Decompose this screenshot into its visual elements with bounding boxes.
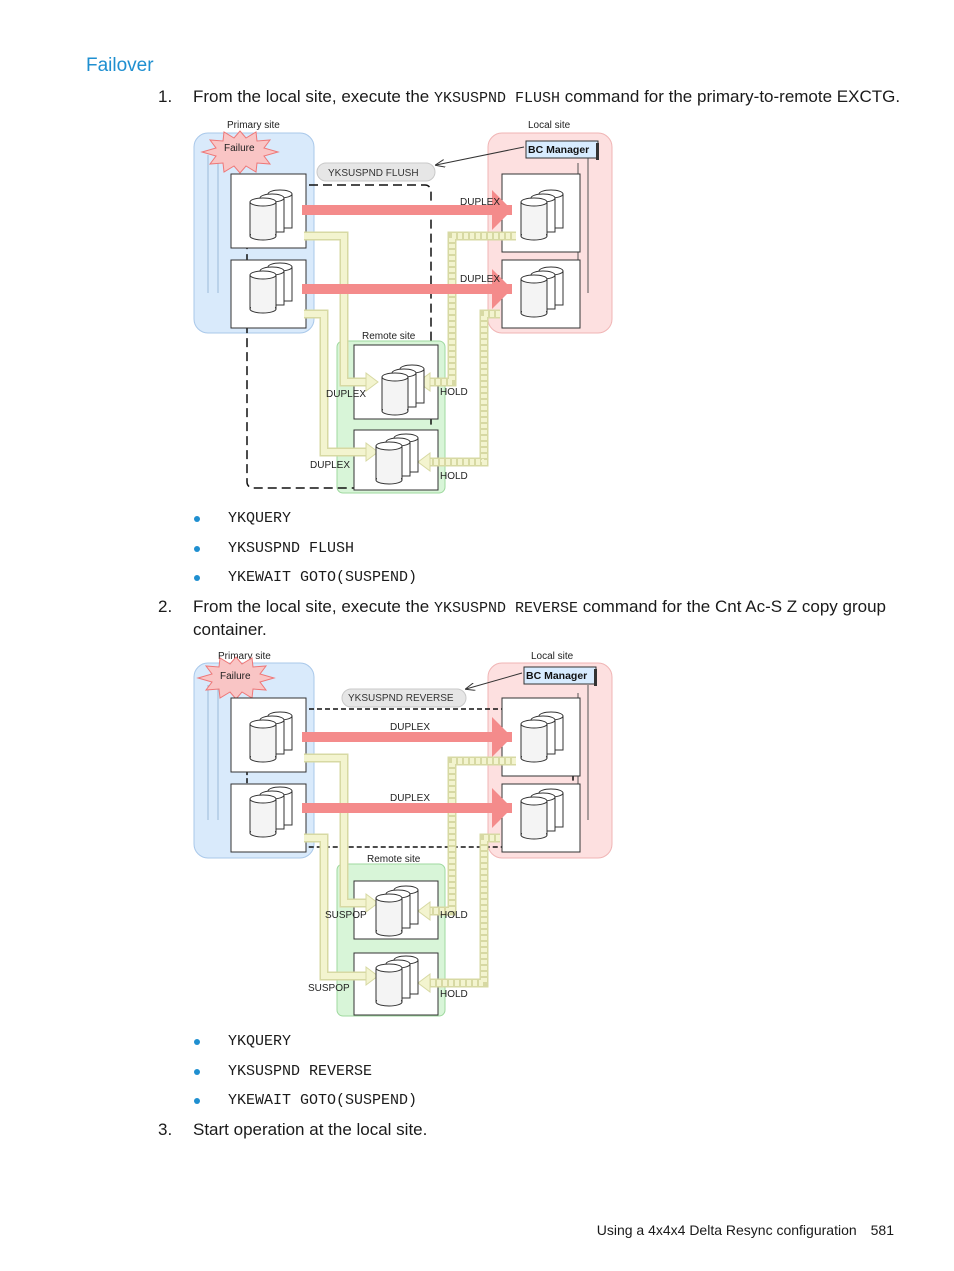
local-site-label: Local site [531,651,574,662]
mid-link-label: DUPLEX [460,274,500,285]
failure-burst [200,130,280,174]
list-item: YKSUSPND REVERSE [193,1062,417,1092]
remote-upper-right-label: HOLD [440,910,468,921]
primary-site-label: Primary site [218,651,271,662]
failure-label: Failure [224,143,255,154]
step-text: From the local site, execute the YKSUSPN… [193,86,903,109]
step-number: 2. [158,597,173,616]
bc-manager-label: BC Manager [528,144,589,156]
command-label: YKSUSPND REVERSE [348,693,454,704]
step-text: Start operation at the local site. [193,1120,428,1139]
list-item: YKEWAIT GOTO(SUSPEND) [193,568,417,598]
step-1-command-list: YKQUERY YKSUSPND FLUSH YKEWAIT GOTO(SUSP… [193,509,417,598]
local-site-label: Local site [528,120,571,131]
list-item: YKSUSPND FLUSH [193,539,417,569]
step-text-after: command for the primary-to-remote EXCTG. [559,87,901,106]
remote-lower-right-label: HOLD [440,989,468,1000]
step-text-before: From the local site, execute the [193,597,434,616]
command-pill [341,688,467,708]
command-pill [316,162,436,182]
diagram-reverse: Primary site Local site Remote site Fail… [193,651,613,1017]
list-item: YKEWAIT GOTO(SUSPEND) [193,1091,417,1121]
remote-lower-left-label: DUPLEX [310,460,350,471]
top-link-label: DUPLEX [390,722,430,733]
step-command: YKSUSPND FLUSH [433,90,560,107]
copy-group-container [246,708,574,848]
step-2-command-list: YKQUERY YKSUSPND REVERSE YKEWAIT GOTO(SU… [193,1032,417,1121]
remote-upper-left-label: DUPLEX [326,389,366,400]
page-footer: Using a 4x4x4 Delta Resync configuration… [597,1222,894,1238]
step-command: YKSUSPND REVERSE [433,600,578,617]
remote-lower-right-label: HOLD [440,471,468,482]
remote-upper-right-label: HOLD [440,387,468,398]
remote-lower-left-label: SUSPOP [308,983,350,994]
list-item: YKQUERY [193,509,417,539]
primary-site-label: Primary site [227,120,280,131]
remote-site-label: Remote site [367,854,421,865]
command-label: YKSUSPND FLUSH [328,168,419,179]
remote-upper-left-label: SUSPOP [325,910,367,921]
step-text: From the local site, execute the YKSUSPN… [193,596,903,640]
diagram-flush: Primary site Local site Remote site Fail… [193,120,613,494]
footer-title: Using a 4x4x4 Delta Resync configuration [596,1222,857,1238]
mid-link-label: DUPLEX [390,793,430,804]
remote-site-label: Remote site [362,331,416,342]
page-number: 581 [870,1222,894,1238]
step-number: 3. [158,1120,173,1139]
step-text-after: command for the Cnt Ac-S Z copy group co… [193,597,887,639]
section-title: Failover [86,55,154,76]
failure-label: Failure [220,671,251,682]
top-link-label: DUPLEX [460,197,500,208]
step-number: 1. [158,87,173,106]
bc-manager-label: BC Manager [526,670,587,682]
exctg-group [246,184,432,489]
step-text-before: From the local site, execute the [193,87,434,106]
list-item: YKQUERY [193,1032,417,1062]
